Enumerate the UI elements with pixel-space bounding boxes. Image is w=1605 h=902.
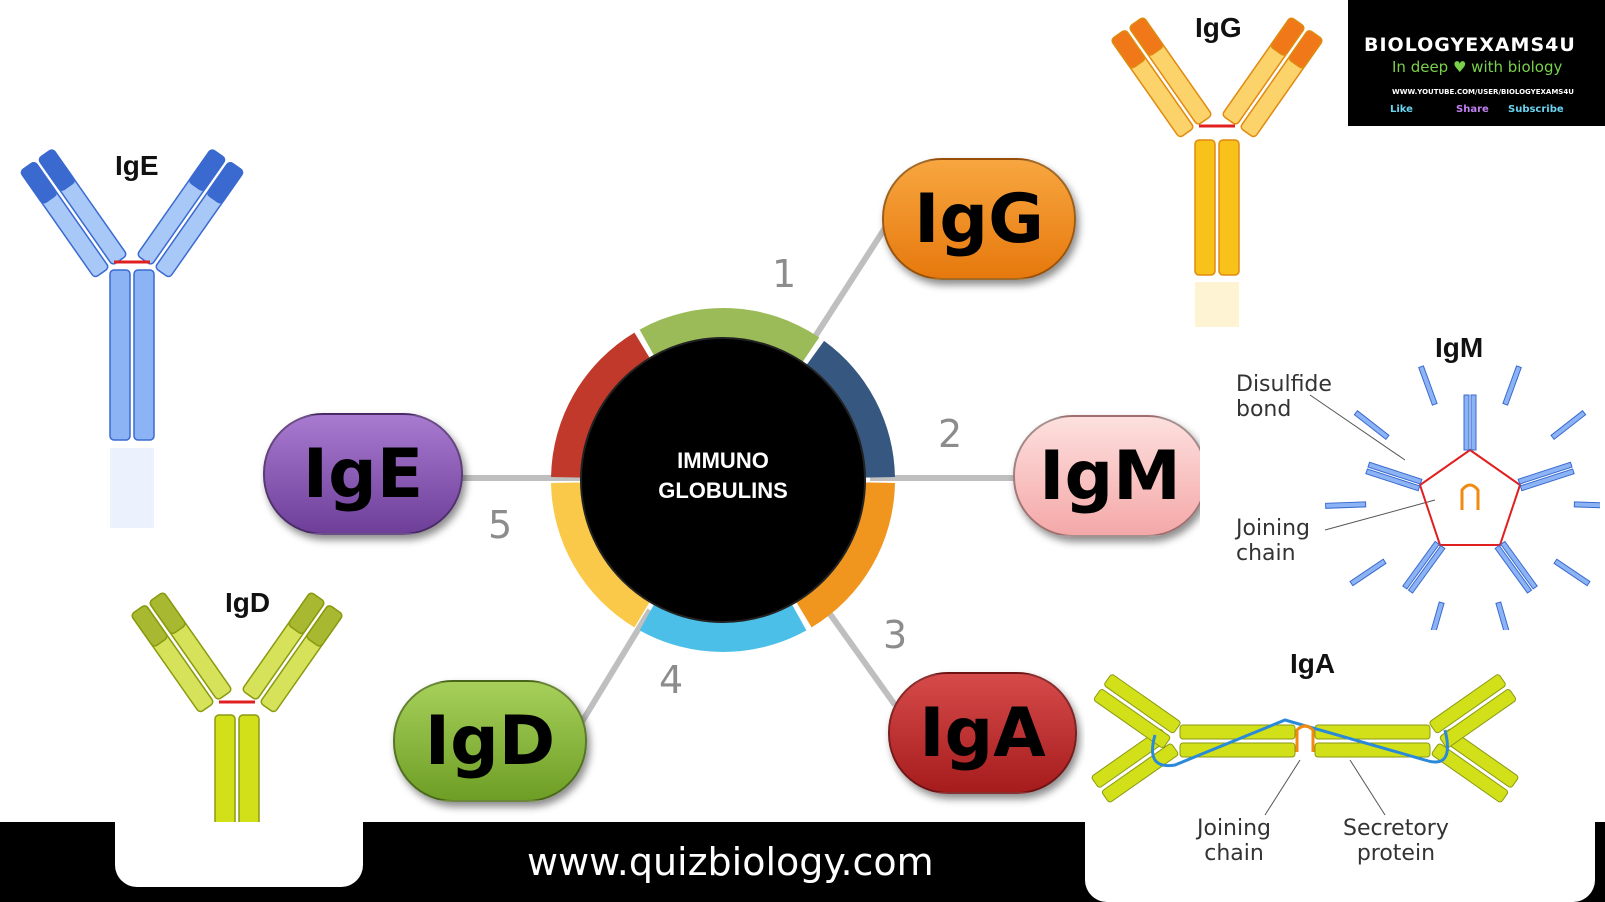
igm-illustration-card: IgM Disulfide bond Joining chain [1200, 330, 1600, 630]
node-ige-label: IgE [302, 434, 424, 514]
logo-subtitle: In deep ♥ with biology [1392, 58, 1563, 76]
brand-logo[interactable]: BIOLOGYEXAMS4U In deep ♥ with biology WW… [1348, 0, 1605, 126]
logo-like[interactable]: Like [1390, 104, 1413, 115]
logo-share[interactable]: Share [1456, 104, 1489, 115]
node-igd[interactable]: IgD [393, 680, 587, 802]
hub-title-line2: GLOBULINS [658, 478, 788, 503]
igm-disulfide-label: Disulfide bond [1236, 372, 1332, 422]
node-number-2: 2 [938, 412, 963, 456]
igg-antibody-diagram [1111, 17, 1323, 327]
connector-iga [817, 598, 898, 707]
igm-joining-label: Joining chain [1236, 516, 1311, 566]
node-igm[interactable]: IgM [1013, 415, 1207, 537]
igm-pentamer-diagram [1309, 365, 1600, 630]
immunoglobulin-hub: IMMUNO GLOBULINS [551, 308, 895, 652]
hub-title-line1: IMMUNO [677, 448, 769, 473]
igg-illustration-card: IgG [1095, 0, 1340, 330]
node-igg[interactable]: IgG [882, 158, 1076, 280]
node-ige[interactable]: IgE [263, 413, 463, 535]
connector-igd [577, 608, 653, 727]
logo-title: BIOLOGYEXAMS4U [1364, 34, 1576, 56]
node-igg-label: IgG [914, 179, 1044, 259]
node-igm-label: IgM [1039, 436, 1181, 516]
ige-antibody-diagram [20, 149, 244, 528]
iga-illustration-card: IgA Joining chain Secretory protein [1085, 640, 1595, 902]
node-igd-label: IgD [424, 701, 556, 781]
node-iga[interactable]: IgA [888, 672, 1077, 794]
iga-joining-label: Joining chain [1197, 816, 1272, 866]
ige-illustration-title: IgE [115, 150, 159, 181]
ige-illustration-card: IgE [10, 130, 260, 550]
footer-url[interactable]: www.quizbiology.com [527, 840, 934, 884]
logo-subscribe[interactable]: Subscribe [1508, 104, 1564, 115]
hub-circle [580, 337, 866, 623]
node-number-1: 1 [772, 252, 797, 296]
node-number-4: 4 [659, 658, 684, 702]
node-number-3: 3 [883, 613, 908, 657]
igg-illustration-title: IgG [1195, 12, 1242, 43]
iga-illustration-title: IgA [1290, 648, 1336, 679]
node-iga-label: IgA [919, 693, 1046, 773]
iga-secretory-label: Secretory protein [1343, 816, 1449, 866]
igd-card-overlap [115, 822, 363, 887]
igm-illustration-title: IgM [1435, 332, 1484, 363]
node-number-5: 5 [488, 503, 513, 547]
igd-illustration-title: IgD [225, 587, 271, 618]
logo-url: WWW.YOUTUBE.COM/USER/BIOLOGYEXAMS4U [1392, 88, 1574, 96]
iga-dimer-diagram [1091, 674, 1519, 816]
